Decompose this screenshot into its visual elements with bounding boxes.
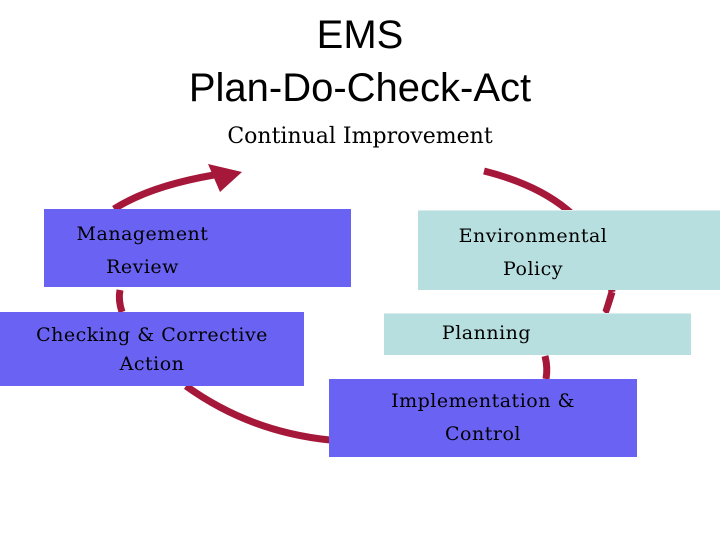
checking-line-2: Action <box>119 353 185 375</box>
implementation-line-2: Control <box>445 423 521 445</box>
environmental-policy-box: Environmental Policy <box>418 210 720 290</box>
environmental-policy-line-2: Policy <box>503 258 563 280</box>
cycle-arc-left-mid <box>115 289 126 314</box>
implementation-control-box: Implementation & Control <box>329 379 637 457</box>
cycle-arc-bottom-right <box>541 355 551 380</box>
cycle-arc-right-mid <box>601 290 616 316</box>
checking-line-1: Checking & Corrective <box>36 324 268 346</box>
environmental-policy-line-1: Environmental <box>458 225 608 247</box>
management-review-line-2: Review <box>106 256 179 278</box>
cycle-arc-bottom <box>183 383 331 444</box>
implementation-line-1: Implementation & <box>391 390 575 412</box>
arrowhead-icon <box>208 164 242 192</box>
subtitle: Continual Improvement <box>227 124 493 149</box>
title-line-1: EMS <box>316 13 404 57</box>
cycle-arc-top-left <box>112 171 215 212</box>
management-review-line-1: Management <box>76 223 209 245</box>
management-review-box: Management Review <box>44 209 351 287</box>
checking-corrective-action-box: Checking & Corrective Action <box>0 312 304 386</box>
planning-box: Planning <box>384 313 691 355</box>
title-line-2: Plan-Do-Check-Act <box>188 66 532 110</box>
planning-line-1: Planning <box>441 322 532 344</box>
